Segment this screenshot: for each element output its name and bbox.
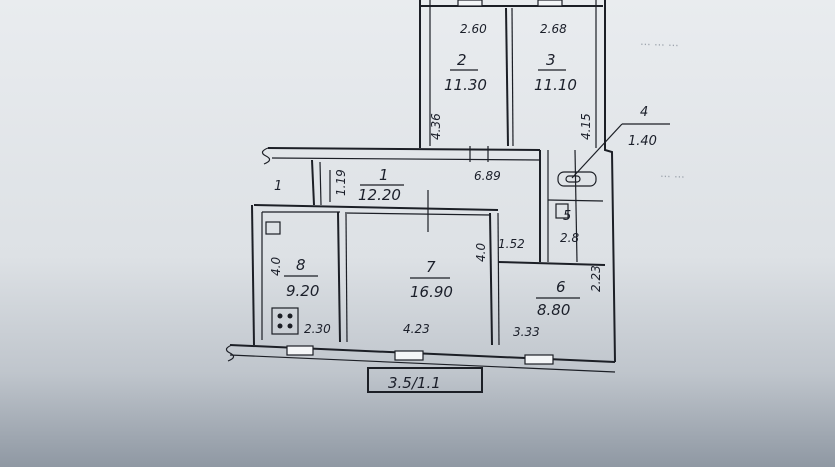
balcony-label: 3.5/1.1 (388, 374, 441, 392)
room-6-number: 6 (556, 278, 566, 296)
dim-hall-small-depth: 1.19 (334, 169, 348, 196)
room-2-area: 11.30 (444, 76, 487, 94)
room-8-area: 9.20 (286, 282, 319, 300)
dim-room6-width: 3.33 (513, 325, 540, 339)
dim-room7-width: 4.23 (403, 322, 430, 336)
room-4-area: 1.40 (628, 134, 657, 149)
svg-text:··· ···: ··· ··· (660, 170, 685, 184)
dimension-labels: 2.60 2.68 4.36 4.15 6.89 1.19 4.0 4.0 1.… (269, 22, 603, 339)
dim-corridor-length: 6.89 (474, 169, 501, 183)
sink-icon (265, 221, 281, 235)
room-4-number: 4 (640, 105, 648, 120)
svg-text:··· ··· ···: ··· ··· ··· (640, 38, 679, 52)
dim-room5-depth: 2.8 (560, 231, 579, 245)
room-labels: 2 11.30 3 11.10 4 1.40 1 12.20 5 6 8.80 … (274, 51, 670, 319)
balcony: 3.5/1.1 (367, 367, 483, 393)
room-2-number: 2 (457, 51, 467, 69)
dim-room5-width: 1.52 (498, 237, 525, 251)
dim-room3-width: 2.68 (540, 22, 567, 36)
room-5-number: 5 (563, 209, 571, 224)
dim-room6-depth: 2.23 (589, 265, 603, 292)
toilet-icon (555, 203, 569, 219)
dim-room8-width: 2.30 (304, 322, 331, 336)
background-text: ··· ··· ··· ··· ··· (640, 38, 685, 184)
room-7-number: 7 (426, 258, 436, 276)
dim-room2-depth: 4.36 (429, 113, 443, 140)
dim-room8-depth: 4.0 (269, 257, 283, 276)
room-1-area: 12.20 (358, 186, 401, 204)
dim-room7-depth: 4.0 (474, 243, 488, 262)
corner-mark: 1 (274, 179, 282, 194)
room-3-area: 11.10 (534, 76, 577, 94)
room-6-area: 8.80 (537, 301, 570, 319)
room-1-number: 1 (379, 166, 389, 184)
dim-room3-depth: 4.15 (579, 113, 593, 140)
room-3-number: 3 (546, 51, 556, 69)
bathtub-icon (557, 171, 597, 187)
room-8-number: 8 (296, 256, 306, 274)
stove-icon (271, 307, 299, 335)
fixtures (265, 146, 597, 335)
room-7-area: 16.90 (410, 283, 453, 301)
dim-room2-width: 2.60 (460, 22, 487, 36)
windows (286, 0, 563, 365)
